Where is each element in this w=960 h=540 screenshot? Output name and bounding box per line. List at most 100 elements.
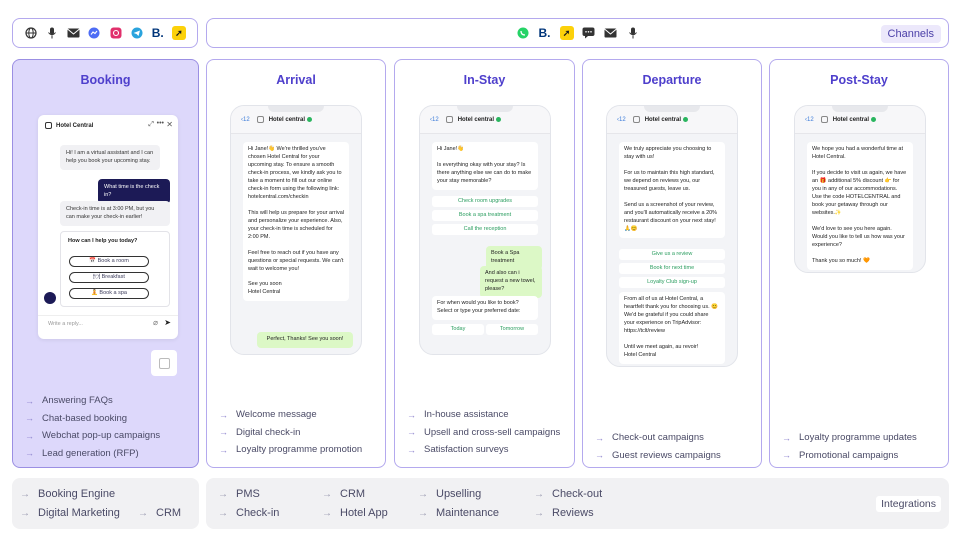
feature-item: →In-house assistance [407,409,509,421]
stage-title: Departure [642,73,702,87]
channel-icons: B. ➚ [207,26,948,40]
stage-in-stay[interactable]: In-Stay ‹12 Hotel central Hi Jane!👋 Is e… [394,59,575,468]
breakfast-button[interactable]: 🍽 Breakfast [69,272,149,283]
booking-icon: B. [538,26,551,40]
feature-item: →Loyalty programme updates [782,432,917,444]
arrow-right-icon: → [407,409,416,420]
quick-reply-button[interactable]: Tomorrow [486,324,538,335]
stage-departure[interactable]: Departure ‹12 Hotel central We truly app… [582,59,762,468]
contact-name: Hotel central [832,116,870,123]
book-room-button[interactable]: 📅 Book a room [69,256,149,267]
verified-icon [683,117,689,122]
arrow-right-icon: → [407,444,416,455]
expand-icon[interactable]: ⤢ [148,121,154,128]
webchat-header: Hotel Central [45,122,93,129]
stage-title: In-Stay [463,73,506,87]
feature-item: →Answering FAQs [25,395,113,407]
arrow-right-icon: → [534,488,544,500]
verified-icon [307,117,313,122]
integration-item: →Hotel App [322,507,388,519]
globe-icon [24,26,38,40]
avatar [820,116,828,123]
quick-reply-button[interactable]: Book for next time [619,263,725,274]
back-icon[interactable]: ‹12 [805,116,814,123]
arrow-right-icon: → [595,450,604,461]
arrow-right-icon: → [25,448,34,459]
email-icon [604,26,618,40]
feature-item: →Welcome message [219,409,317,421]
feature-list: →Answering FAQs →Chat-based booking →Web… [25,392,192,462]
arrow-right-icon: → [595,432,604,443]
options-card: How can I help you today? 📅 Book a room … [60,231,170,307]
arrow-right-icon: → [407,427,416,438]
integration-item: →Maintenance [418,507,499,519]
avatar [256,116,264,123]
hotel-logo-icon [158,357,170,369]
arrow-right-icon: → [218,507,228,519]
integrations-stay: →PMS →Check-in →CRM →Hotel App →Upsellin… [206,478,949,529]
phone-mockup: ‹12 Hotel central We truly appreciate yo… [606,105,738,367]
avatar [445,116,453,123]
stage-arrival[interactable]: Arrival ‹12 Hotel central Hi Jane!👋 We'r… [206,59,386,468]
contact-name: Hotel central [268,116,306,123]
feature-list: →Loyalty programme updates →Promotional … [782,429,942,464]
feature-item: →Check-out campaigns [595,432,704,444]
stage-booking[interactable]: Booking Hotel Central ⤢ ••• ✕ Hi! I am a… [12,59,199,468]
arrow-right-icon: → [219,427,228,438]
back-icon[interactable]: ‹12 [617,116,626,123]
guest-message: Perfect, Thanks! See you soon! [257,332,353,348]
verified-icon [496,117,502,122]
integration-item: →Upselling [418,488,482,500]
whatsapp-icon [516,26,530,40]
reply-input[interactable]: Write a reply... [48,321,83,327]
close-icon[interactable]: ✕ [166,120,173,129]
quick-reply-button[interactable]: Give us a review [619,249,725,260]
source-channel-bar: B. ➚ [12,18,198,48]
feature-item: →Upsell and cross-sell campaigns [407,426,561,438]
microphone-icon [45,26,59,40]
more-icon[interactable]: ••• [156,120,164,127]
integration-item: →Check-out [534,488,603,500]
webchat-launcher[interactable] [151,350,177,376]
attach-icon[interactable]: ⌀ [153,318,158,327]
arrow-right-icon: → [219,444,228,455]
send-icon[interactable]: ➤ [164,318,171,327]
instagram-icon [109,26,123,40]
hotel-message: From all of us at Hotel Central, a heart… [619,292,725,364]
back-icon[interactable]: ‹12 [430,116,439,123]
phone-mockup: ‹12 Hotel central Hi Jane!👋 Is everythin… [419,105,551,355]
feature-item: →Digital check-in [219,426,301,438]
integration-item: →CRM [138,507,182,519]
channels-bar: B. ➚ Channels [206,18,949,48]
quick-reply-button[interactable]: Call the reception [432,224,538,235]
quick-reply-button[interactable]: Loyalty Club sign-up [619,277,725,288]
booking-icon: B. [151,26,164,40]
arrow-right-icon: → [418,507,428,519]
stage-post-stay[interactable]: Post-Stay ‹12 Hotel central We hope you … [769,59,949,468]
arrow-right-icon: → [218,488,228,500]
feature-list: →Welcome message →Digital check-in →Loya… [219,406,379,459]
bot-avatar [44,292,56,304]
avatar [632,116,640,123]
arrow-right-icon: → [25,430,34,441]
bot-message: Check-in time is at 3:00 PM, but you can… [60,201,170,226]
webchat-hotel-name: Hotel Central [56,122,94,129]
quick-reply-button[interactable]: Check room upgrades [432,196,538,207]
arrow-right-icon: → [534,507,544,519]
quick-reply-button[interactable]: Today [432,324,484,335]
book-spa-button[interactable]: 🧘 Book a spa [69,288,149,299]
stage-title: Arrival [276,73,316,87]
guest-message: And also can i request a new towel, plea… [480,266,542,298]
phone-mockup: ‹12 Hotel central We hope you had a wond… [794,105,926,273]
expedia-icon: ➚ [171,26,186,40]
back-icon[interactable]: ‹12 [241,116,250,123]
integration-item: →Reviews [534,507,594,519]
contact-name: Hotel central [644,116,682,123]
webchat-widget: Hotel Central ⤢ ••• ✕ Hi! I am a virtual… [38,115,178,339]
messenger-icon [87,26,101,40]
integration-item: →CRM [322,488,366,500]
hotel-message: For when would you like to book? Select … [432,296,538,320]
hotel-logo-icon [45,122,52,129]
arrow-right-icon: → [25,413,34,424]
quick-reply-button[interactable]: Book a spa treatment [432,210,538,221]
